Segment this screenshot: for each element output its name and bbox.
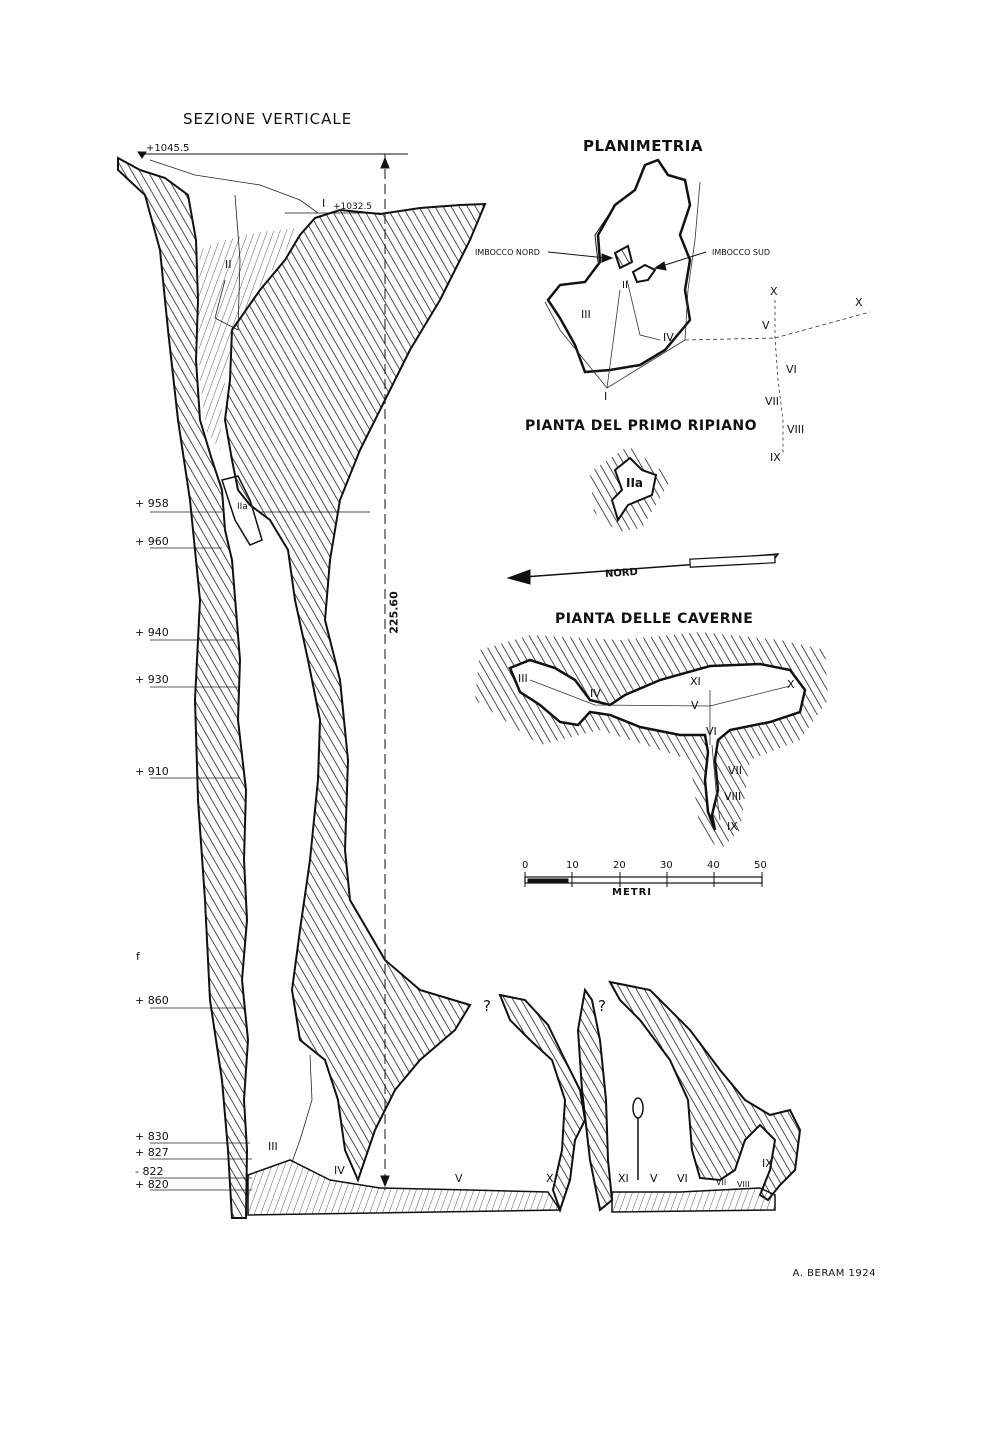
- cavern-point-xi: XI: [690, 675, 701, 688]
- level-830: + 830: [135, 1130, 169, 1143]
- level-lines: [150, 511, 252, 1191]
- plan-survey-lines: [544, 181, 871, 455]
- scale-tick-40: 40: [707, 860, 720, 871]
- section-point-iv: IV: [334, 1164, 345, 1177]
- scale-tick-50: 50: [754, 860, 767, 871]
- first-ledge-title: PIANTA DEL PRIMO RIPIANO: [525, 418, 758, 434]
- section-shaft-fill: [198, 228, 300, 546]
- plan-point-vii: VII: [765, 395, 780, 408]
- top-elevation: +1045.5: [146, 143, 190, 154]
- section-survey-lines: [149, 159, 319, 1163]
- section-point-v: V: [455, 1172, 463, 1185]
- plan-point-ix: IX: [770, 451, 781, 464]
- level-827: + 827: [135, 1146, 169, 1159]
- section-point-v2: V: [650, 1172, 658, 1185]
- depth-dimension: [137, 151, 408, 1190]
- plan-point-v: V: [762, 319, 770, 332]
- cavern-point-vi: VI: [706, 725, 717, 738]
- level-960: + 960: [135, 535, 169, 548]
- section-point-viii: VIII: [737, 1180, 750, 1189]
- signature: A. BERAM 1924: [792, 1268, 876, 1279]
- section-right-wall: [223, 202, 487, 1183]
- section-point-x: X: [546, 1172, 554, 1185]
- level-860: + 860: [135, 994, 169, 1007]
- cavern-point-iii: III: [518, 672, 528, 685]
- plan-title: PLANIMETRIA: [583, 137, 703, 155]
- section-point-vi: VI: [677, 1172, 688, 1185]
- scale-tick-0: 0: [522, 860, 529, 871]
- section-point-ix: IX: [762, 1157, 773, 1170]
- section-pillar-1: [498, 993, 587, 1214]
- cavern-point-vii: VII: [728, 764, 743, 777]
- north-entrance-label: IMBOCCO NORD: [475, 248, 540, 257]
- section-right-mass: [608, 980, 802, 1202]
- section-left-wall: [117, 156, 250, 1219]
- plan-point-x2: X: [855, 296, 863, 309]
- first-ledge-label: IIa: [626, 476, 644, 490]
- section-point-vii: VII: [716, 1178, 727, 1187]
- section-point-ii: II: [225, 258, 232, 271]
- caverns-title: PIANTA DELLE CAVERNE: [555, 611, 754, 627]
- section-floor: [247, 1097, 776, 1216]
- plan-point-viii: VIII: [787, 423, 805, 436]
- caverns-plan: [475, 632, 828, 850]
- plan-entrances: [613, 244, 657, 284]
- level-820: + 820: [135, 1178, 169, 1191]
- plan-outline: [546, 158, 692, 374]
- cavern-point-v: V: [691, 699, 699, 712]
- unknown-mark-2: ?: [598, 997, 606, 1015]
- plan-point-ii: II: [622, 280, 628, 291]
- section-pillar-2: [576, 987, 614, 1212]
- section-point-iii: III: [268, 1140, 278, 1153]
- plan-point-iii: III: [581, 308, 591, 321]
- cavern-point-x: X: [787, 678, 795, 691]
- level-940: + 940: [135, 626, 169, 639]
- cavern-point-iv: IV: [590, 687, 601, 700]
- level-958: + 958: [135, 497, 169, 510]
- stray-mark: f: [136, 950, 140, 963]
- cavern-point-ix: IX: [727, 820, 738, 833]
- north-arrow-label: NORD: [604, 566, 639, 581]
- section-point-iia: IIa: [237, 502, 248, 512]
- scale-tick-20: 20: [613, 860, 626, 871]
- plan-point-x: X: [770, 285, 778, 298]
- plan-point-vi: VI: [786, 363, 797, 376]
- cavern-point-viii: VIII: [724, 790, 742, 803]
- scale-unit: METRI: [612, 887, 653, 898]
- section-point-xi: XI: [618, 1172, 629, 1185]
- level-930: + 930: [135, 673, 169, 686]
- section-point-i: I: [322, 197, 326, 210]
- plan-point-i: I: [604, 390, 608, 403]
- level-910: + 910: [135, 765, 169, 778]
- depth-label: 225.60: [387, 591, 401, 634]
- plan-point-iv: IV: [663, 331, 674, 344]
- plan-entrance-arrows: [547, 251, 707, 271]
- north-arrow: [506, 553, 780, 585]
- south-entrance-label: IMBOCCO SUD: [712, 248, 771, 257]
- scale-tick-30: 30: [660, 860, 673, 871]
- entrance-elevation: +1032.5: [333, 202, 373, 212]
- first-ledge-plan: [590, 446, 672, 532]
- scale-bar: [524, 872, 763, 887]
- level-822: - 822: [135, 1165, 164, 1178]
- scale-tick-10: 10: [566, 860, 579, 871]
- unknown-mark-1: ?: [483, 997, 491, 1015]
- section-title: SEZIONE VERTICALE: [183, 110, 353, 128]
